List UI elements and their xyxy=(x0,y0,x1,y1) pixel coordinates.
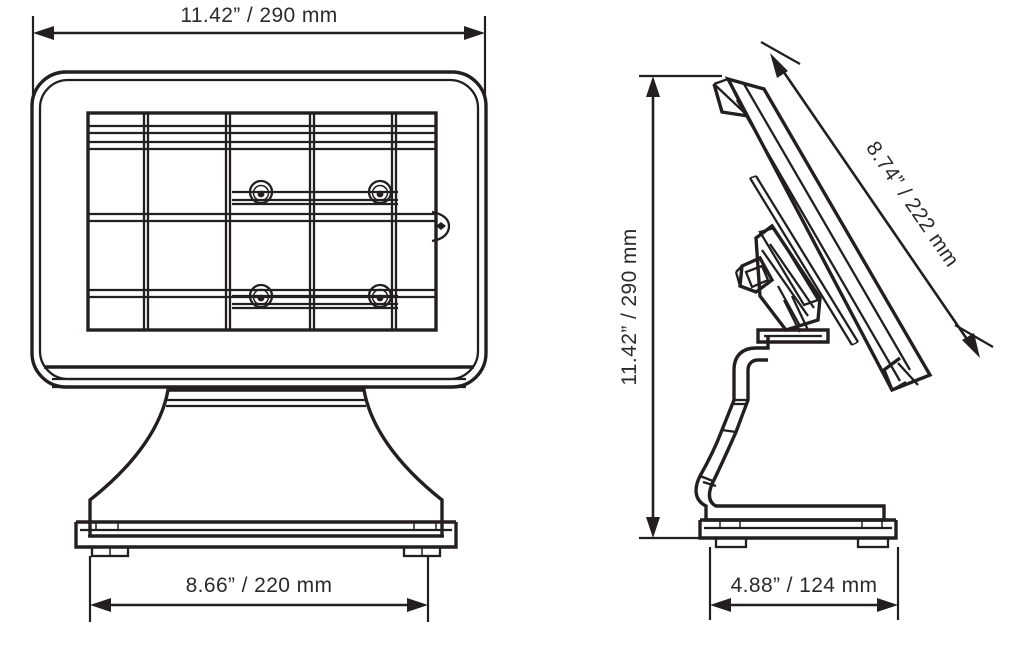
vesa-bracket-assembly xyxy=(734,223,830,344)
dimension-face-length-label: 8.74” / 222 mm xyxy=(861,137,963,271)
dimension-base-depth: 4.88” / 124 mm xyxy=(708,547,900,620)
dimension-base-depth-label: 4.88” / 124 mm xyxy=(731,574,878,597)
mounting-screw-boss-bottom-left xyxy=(248,283,274,309)
base-plate-notches xyxy=(95,521,437,531)
dimension-overall-height-label: 11.42” / 290 mm xyxy=(618,228,641,385)
side-base-foot-right xyxy=(856,536,890,549)
dimension-base-width: 8.66” / 220 mm xyxy=(88,556,430,622)
mounting-screw-boss-top-left xyxy=(248,179,274,205)
dimension-overall-width-label: 11.42” / 290 mm xyxy=(180,4,337,27)
stand-column xyxy=(88,388,444,538)
dimension-overall-width: 11.42” / 290 mm xyxy=(31,4,487,97)
enclosure-shell xyxy=(30,70,488,389)
base-foot-right xyxy=(402,545,442,558)
enclosure-rear-rail xyxy=(749,175,859,346)
tilted-enclosure-body xyxy=(712,76,933,393)
port-notch-icon xyxy=(431,210,451,243)
dimension-overall-height: 11.42” / 290 mm xyxy=(618,74,738,540)
stand-arm xyxy=(694,336,886,522)
side-base-plate-notches xyxy=(719,519,883,529)
base-foot-left xyxy=(90,545,130,558)
side-base-plate xyxy=(698,518,898,540)
dimension-base-width-label: 8.66” / 220 mm xyxy=(186,574,333,597)
back-panel-horizontal-ribs xyxy=(88,124,436,299)
rear-view-group xyxy=(30,70,488,558)
base-plate xyxy=(74,520,458,549)
enclosure-bottom-bezel xyxy=(44,365,474,389)
mounting-screw-boss-bottom-right xyxy=(367,283,393,309)
side-view-group xyxy=(694,76,933,549)
mounting-screw-boss-top-right xyxy=(367,179,393,205)
